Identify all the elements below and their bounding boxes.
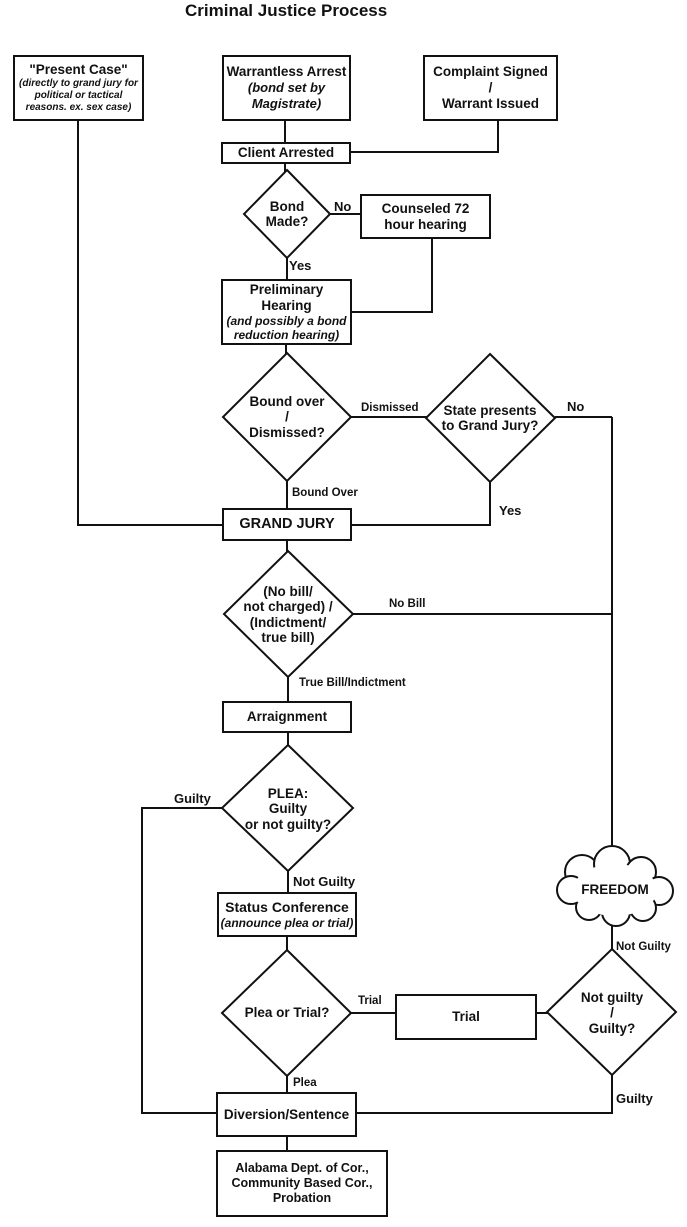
warrantless-arrest-title: Warrantless Arrest [226,64,347,80]
client-arrested-title: Client Arrested [237,145,335,161]
status-conference-note: (announce plea or trial) [220,915,354,930]
edge-label-state-no: No [567,399,585,414]
counseled-hearing-title: Counseled 72 hour hearing [381,200,470,232]
bond-made-label: Bond Made? [265,199,309,230]
diamond-bill [222,549,355,679]
node-client-arrested: Client Arrested [221,142,351,164]
diversion-sentence-title: Diversion/Sentence [223,1106,350,1122]
present-case-title: "Present Case" [29,62,128,78]
diamond-bond-made [242,168,332,260]
edge-label-bound-over: Bound Over [292,487,358,499]
preliminary-hearing-note: (and possibly a bond reduction hearing) [226,313,347,342]
edge-plea-guilty-rail [141,807,222,1114]
node-alabama-corrections: Alabama Dept. of Cor., Community Based C… [216,1150,388,1217]
freedom-cloud [556,845,674,927]
node-present-case: "Present Case" (directly to grand jury f… [13,55,144,121]
node-arraignment: Arraignment [222,701,352,733]
connector-lines [77,120,613,1151]
node-status-conference: Status Conference (announce plea or tria… [217,892,357,937]
edge-present-case-to-grandjury [77,120,222,526]
node-warrantless-arrest: Warrantless Arrest (bond set by Magistra… [222,55,351,121]
diamond-bound-over [221,351,353,483]
edge-label-trial: Trial [358,995,382,1007]
diamond-verdict [545,947,678,1077]
node-diversion-sentence: Diversion/Sentence [216,1092,357,1137]
node-preliminary-hearing: Preliminary Hearing (and possibly a bond… [221,279,352,345]
diamond-plea-or-trial [220,948,353,1078]
diamond-state-presents [424,352,557,484]
edge-state-yes [352,482,491,526]
arraignment-title: Arraignment [246,709,328,725]
warrantless-arrest-note: (bond set by Magistrate) [247,80,326,111]
edge-verdict-guilty [356,1075,613,1114]
decision-diamonds [220,168,678,1078]
edge-label-plea-guilty: Guilty [174,791,211,806]
present-case-note: (directly to grand jury for political or… [19,77,138,113]
preliminary-hearing-title: Preliminary Hearing [249,281,324,313]
edge-complaint-to-client [350,120,499,153]
alabama-corrections-title: Alabama Dept. of Cor., Community Based C… [231,1161,373,1205]
complaint-warrant-title: Complaint Signed / Warrant Issued [433,64,548,111]
edge-label-plea-not-guilty: Not Guilty [293,874,356,889]
edge-label-no-bill: No Bill [389,598,426,610]
node-complaint-warrant: Complaint Signed / Warrant Issued [423,55,558,121]
edge-label-verdict-guilty: Guilty [616,1091,653,1106]
plea-label: PLEA: Guilty or not guilty? [244,786,332,832]
bound-over-label: Bound over / Dismissed? [249,394,325,440]
plea-or-trial-label: Plea or Trial? [244,1005,330,1020]
edge-label-dismissed: Dismissed [361,402,419,414]
page-title: Criminal Justice Process [185,1,388,20]
diamond-plea [220,743,355,873]
node-trial: Trial [395,994,537,1040]
edge-label-bond-no: No [334,199,352,214]
edge-counseled-to-preliminary [351,238,433,313]
edge-label-verdict-not-guilty: Not Guilty [616,941,671,953]
grand-jury-title: GRAND JURY [239,515,335,532]
node-grand-jury: GRAND JURY [222,508,352,541]
edge-label-state-yes: Yes [499,503,522,518]
edge-label-true-bill: True Bill/Indictment [299,677,406,689]
state-presents-label: State presents to Grand Jury? [441,403,539,434]
node-counseled-hearing: Counseled 72 hour hearing [360,194,491,239]
edge-label-plea: Plea [293,1077,317,1089]
trial-title: Trial [452,1009,480,1025]
freedom-cloud-label: FREEDOM [581,882,649,897]
edge-label-bond-yes: Yes [289,258,312,273]
verdict-label: Not guilty / Guilty? [580,990,644,1036]
status-conference-title: Status Conference [225,899,349,916]
bill-label: (No bill/ not charged) / (Indictment/ tr… [243,584,333,645]
